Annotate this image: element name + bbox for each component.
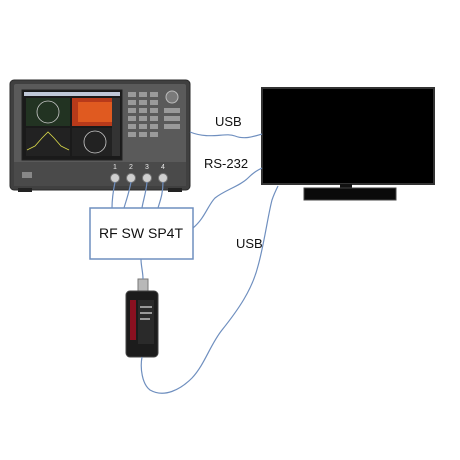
monitor-screen bbox=[261, 87, 435, 185]
analyzer-port-label-3: 3 bbox=[145, 164, 149, 171]
rf-switch-box: RF SW SP4T bbox=[89, 207, 194, 260]
monitor bbox=[261, 87, 435, 201]
rf-switch-label: RF SW SP4T bbox=[99, 225, 183, 241]
analyzer-keypad bbox=[128, 92, 180, 137]
analyzer-port-1 bbox=[110, 173, 120, 183]
network-analyzer: 1 2 3 4 bbox=[9, 79, 191, 192]
label-rs232: RS-232 bbox=[204, 156, 248, 171]
monitor-base bbox=[303, 187, 397, 201]
analyzer-knob bbox=[165, 90, 179, 104]
label-usb-sensor: USB bbox=[236, 236, 263, 251]
cables bbox=[111, 131, 279, 394]
analyzer-port-label-2: 2 bbox=[129, 164, 133, 171]
analyzer-port-3 bbox=[142, 173, 152, 183]
analyzer-port-2 bbox=[126, 173, 136, 183]
analyzer-port-4 bbox=[158, 173, 168, 183]
monitor-neck bbox=[340, 184, 352, 190]
analyzer-port-label-1: 1 bbox=[113, 164, 117, 171]
analyzer-port-label-4: 4 bbox=[161, 164, 165, 171]
power-sensor bbox=[125, 278, 159, 358]
label-usb-analyzer: USB bbox=[215, 114, 242, 129]
